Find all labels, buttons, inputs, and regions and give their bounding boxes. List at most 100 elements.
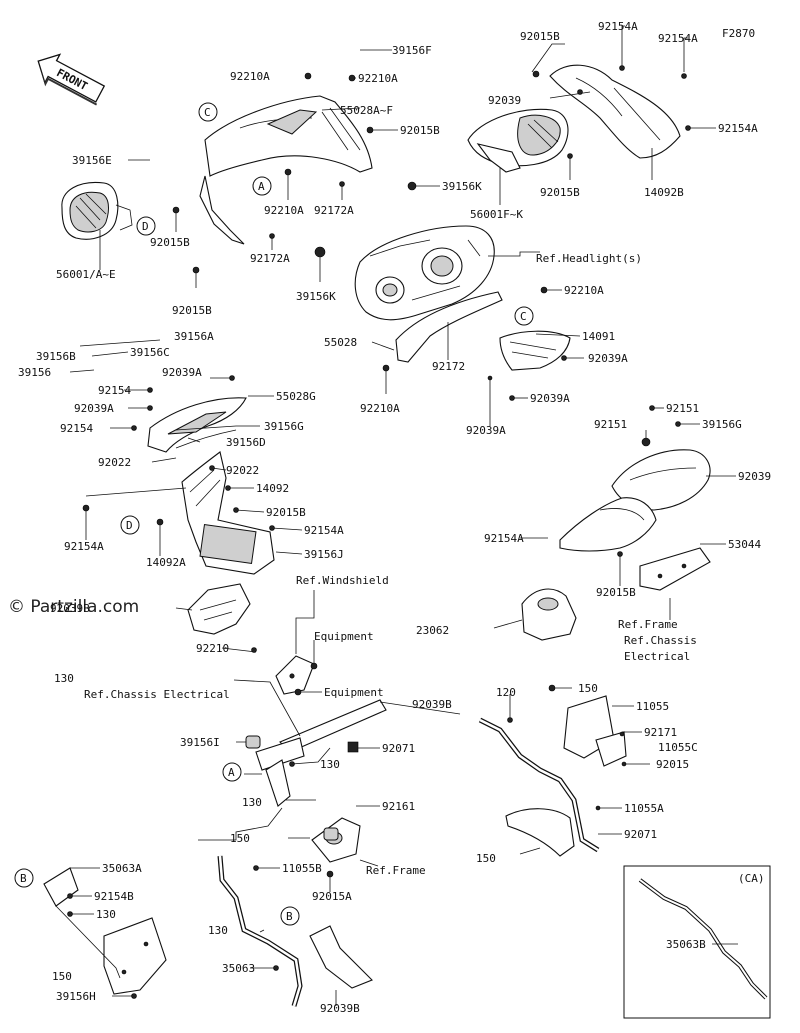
part-label: 92039B	[50, 602, 90, 615]
part-label: 39156K	[442, 180, 482, 193]
part-label: 92154A	[598, 20, 638, 33]
part-label: 92172A	[250, 252, 290, 265]
part-label: 130	[208, 924, 228, 937]
part-label: 92210A	[564, 284, 604, 297]
part-label: 39156D	[226, 436, 266, 449]
part-label: 14092B	[644, 186, 684, 199]
frame-ref-part	[521, 588, 577, 641]
mirror-left-part	[61, 181, 133, 240]
svg-text:B: B	[286, 910, 293, 923]
part-label: 92015	[656, 758, 689, 771]
part-label: 53044	[728, 538, 761, 551]
bracket-23062-part	[275, 655, 315, 695]
part-label: 14091	[582, 330, 615, 343]
fasteners	[67, 65, 691, 999]
part-label: 92039A	[74, 402, 114, 415]
part-label: 92015B	[172, 304, 212, 317]
part-label: 92015B	[400, 124, 440, 137]
part-label: Equipment	[324, 686, 384, 699]
part-label: 92039	[488, 94, 521, 107]
part-label: 92154A	[484, 532, 524, 545]
part-label: 92039A	[162, 366, 202, 379]
part-label: 92015B	[596, 586, 636, 599]
part-label: 55028	[324, 336, 357, 349]
svg-text:C: C	[204, 106, 211, 119]
inner-cover-14092A-part	[181, 451, 275, 575]
part-label: 92154A	[658, 32, 698, 45]
part-label: 39156I	[180, 736, 220, 749]
part-label: 92039B	[320, 1002, 360, 1015]
part-label: Equipment	[314, 630, 374, 643]
watermark: © Partzilla.com	[8, 597, 139, 617]
pipe-35063B-part	[217, 855, 373, 1007]
svg-text:B: B	[20, 872, 27, 885]
part-label: 92154B	[94, 890, 134, 903]
part-label: 120	[496, 686, 516, 699]
part-label: 130	[242, 796, 262, 809]
part-label: 150	[578, 682, 598, 695]
part-label: 92022	[98, 456, 131, 469]
svg-text:D: D	[142, 220, 149, 233]
callout-d-top: D	[136, 216, 156, 236]
part-label: 35063B	[666, 938, 706, 951]
svg-text:A: A	[228, 766, 235, 779]
front-arrow-icon: FRONT	[37, 53, 106, 106]
part-label: 11055C	[658, 741, 698, 754]
part-label: Ref.Windshield	[296, 574, 389, 587]
svg-text:A: A	[258, 180, 265, 193]
part-label: 92154A	[304, 524, 344, 537]
part-label: 92015B	[540, 186, 580, 199]
callout-c-mid: C	[514, 306, 534, 326]
part-label: 39156J	[304, 548, 344, 561]
callout-a-low: A	[222, 762, 242, 782]
seal-53044-part	[559, 497, 657, 552]
callout-b-left: B	[14, 868, 34, 888]
callout-d-mid: D	[120, 515, 140, 535]
part-label: 150	[476, 852, 496, 865]
part-label: 11055B	[282, 862, 322, 875]
part-label: 92172A	[314, 204, 354, 217]
upper-cover-14092-part	[611, 449, 711, 511]
part-label: 39156A	[174, 330, 214, 343]
part-label: Electrical	[624, 650, 690, 663]
callout-ca: (CA)	[738, 872, 765, 885]
part-label: 39156	[18, 366, 51, 379]
part-label: 39156B	[36, 350, 76, 363]
stay-11055-part	[255, 699, 387, 807]
pipe-35063A-part	[478, 717, 600, 857]
part-label: 130	[96, 908, 116, 921]
part-label: 130	[320, 758, 340, 771]
bracket-39156I-part	[563, 695, 627, 767]
part-label: 92015A	[312, 890, 352, 903]
part-label: 39156F	[392, 44, 432, 57]
part-label: 39156G	[264, 420, 304, 433]
callout-a-top: A	[252, 176, 272, 196]
ca-variant-box	[623, 865, 771, 1019]
part-label: 23062	[416, 624, 449, 637]
inner-panel-55028-part	[395, 291, 571, 371]
part-label: 55028G	[276, 390, 316, 403]
part-label: 92171	[644, 726, 677, 739]
part-label: 92210	[196, 642, 229, 655]
part-label: 92039B	[412, 698, 452, 711]
diagram-code: F2870	[722, 27, 755, 40]
part-label: 92039	[738, 470, 771, 483]
part-label: 92154A	[64, 540, 104, 553]
part-label: Ref.Chassis	[624, 634, 697, 647]
part-label: 92151	[594, 418, 627, 431]
bracket-39156J-part	[639, 547, 711, 591]
part-labels: 39156F 92015B 92154A 92154A 92210A 92210…	[18, 20, 771, 1015]
part-label: 150	[230, 832, 250, 845]
headlight-assembly-part	[354, 225, 495, 321]
part-label: 92154A	[718, 122, 758, 135]
part-label: 150	[52, 970, 72, 983]
upper-cowl-part	[199, 95, 373, 245]
part-label: 92210A	[360, 402, 400, 415]
part-label: 92210A	[264, 204, 304, 217]
part-label: 35063A	[102, 862, 142, 875]
part-label: 35063	[222, 962, 255, 975]
part-label: 92015B	[266, 506, 306, 519]
svg-text:D: D	[126, 519, 133, 532]
part-label: 39156K	[296, 290, 336, 303]
part-label: Ref.Frame	[618, 618, 678, 631]
